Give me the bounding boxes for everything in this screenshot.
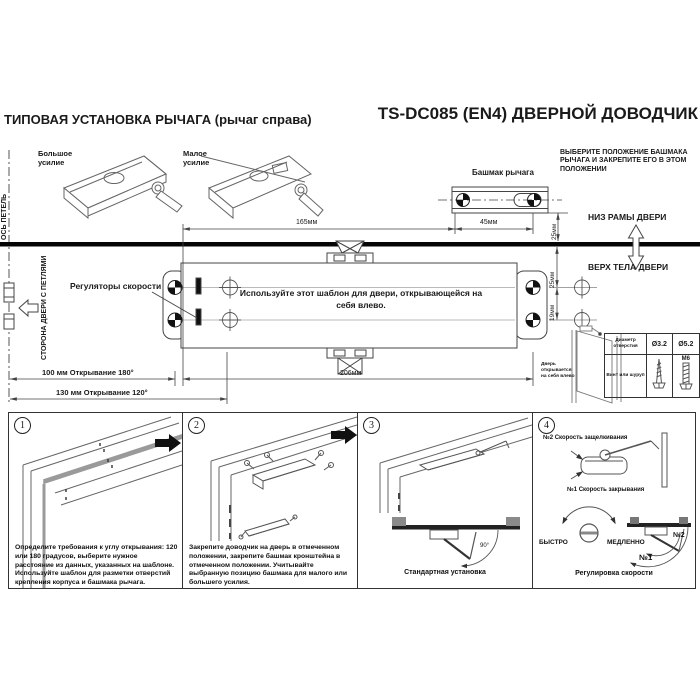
m6-label: M6 [681, 355, 690, 362]
shoe-title: Башмак рычага [472, 168, 534, 177]
dim-100-opening: 100 мм Открывание 180° [42, 368, 134, 377]
choose-position-note: ВЫБЕРИТЕ ПОЛОЖЕНИЕ БАШМАКА РЫЧАГА И ЗАКР… [560, 149, 688, 173]
door-top-label: ВЕРХ ТЕЛА ДВЕРИ [588, 262, 669, 272]
dim-130-opening: 130 мм Открывание 120° [56, 388, 148, 397]
panel-3-angle: 90° [480, 543, 490, 549]
panel-3-caption: Стандартная установка [404, 569, 486, 576]
tapping-screw-icon [652, 358, 667, 388]
latch-speed-label: №2 Скорость защелкивания [543, 435, 628, 441]
panel-2-illustration [210, 416, 357, 541]
panel-2: 2 Закрепите доводчик на дверь в отмеченн… [182, 412, 358, 589]
close-speed-label: №1 Скорость закрывания [567, 487, 645, 493]
dim-25-top: 25мм [551, 223, 558, 240]
hinges [3, 282, 39, 330]
hole-diameter-header: Диаметр отверстия [613, 338, 638, 349]
door-illustration [571, 325, 622, 404]
panel-3: 3 90° Стандартная установка [357, 412, 533, 589]
pinion-bottom [326, 347, 374, 375]
machine-screw-cell: M6 [671, 354, 700, 398]
panel-4-top-view [627, 517, 691, 568]
panel-1-number: 1 [14, 417, 31, 434]
screw-table: Диаметр отверстия Ø3.2 Ø5.2 Винт или шур… [603, 333, 700, 398]
pinion-top [326, 240, 374, 264]
hinge-side-arrow-icon [18, 298, 39, 318]
frame-bottom-label: НИЗ РАМЫ ДВЕРИ [588, 212, 667, 222]
arm-small-force [200, 155, 324, 220]
panel-3-illustration [379, 417, 532, 569]
n2-label: №2 [673, 532, 685, 539]
panel-4-illustration [562, 432, 691, 568]
fast-label: БЫСТРО [539, 539, 568, 546]
panel-3-number: 3 [363, 417, 380, 434]
n1-label: №1 [639, 553, 653, 562]
panel-1-illustration [22, 416, 182, 588]
panel-2-number: 2 [188, 417, 205, 434]
page-title-left: ТИПОВАЯ УСТАНОВКА РЫЧАГА (рычаг справа) [4, 112, 312, 127]
step-arrow-icon [155, 434, 181, 452]
page-title-right: TS-DC085 (EN4) ДВЕРНОЙ ДОВОДЧИК [377, 104, 698, 123]
hinge-side-label: СТОРОНА ДВЕРИ С ПЕТЛЯМИ [41, 255, 48, 360]
speed-regulators-label: Регуляторы скорости [70, 281, 162, 291]
speed-regulators-leader [151, 291, 198, 319]
panel-1-caption: Определите требования к углу открывания:… [15, 544, 178, 587]
dimensions [9, 212, 597, 404]
speed-screw [562, 506, 616, 543]
dim-165: 165мм [296, 219, 318, 226]
panel-2-caption: Закрепите доводчик на дверь в отмеченном… [189, 544, 348, 587]
speed-valve-2 [195, 308, 202, 326]
updown-arrow-icon [627, 223, 645, 271]
arm-small-label: Малое усилие [183, 149, 210, 167]
template-note: Используйте этот шаблон для двери, откры… [239, 288, 483, 311]
step-arrow-icon [331, 426, 357, 444]
dim-25-body: 25мм [549, 271, 556, 288]
screw-row-header: Винт или шуруп [606, 373, 645, 378]
hole-dia-2: Ø5.2 [671, 333, 700, 355]
dim-45: 45мм [480, 219, 498, 226]
target-marks-body [167, 280, 541, 328]
slow-label: МЕДЛЕННО [607, 539, 645, 546]
panel-4-number: 4 [538, 417, 555, 434]
panel-4-caption: Регулировка скорости [575, 570, 653, 577]
tapping-screw-cell [646, 354, 673, 398]
door-opens-note: Дверь открывается на себя влево [541, 362, 575, 379]
hinge-axis-label: ОСЬ ПЕТЕЛЬ [1, 193, 8, 240]
panel-3-top-view [392, 517, 520, 569]
dim-19: 19мм [549, 304, 556, 321]
closer-template-body [162, 240, 548, 375]
arm-large-force [63, 155, 183, 220]
target-marks-shoe [456, 193, 541, 207]
machine-screw-icon [679, 362, 693, 389]
panel-1: 1 Определите требования к углу открывани… [8, 412, 183, 589]
arm-large-label: Большое усилие [38, 149, 73, 167]
hole-dia-1: Ø3.2 [646, 333, 673, 355]
dim-206: 206мм [340, 370, 362, 377]
speed-valve-1 [195, 277, 202, 295]
panel-4: 4 №2 Скорость защелкивания №1 Скорость з… [532, 412, 696, 589]
